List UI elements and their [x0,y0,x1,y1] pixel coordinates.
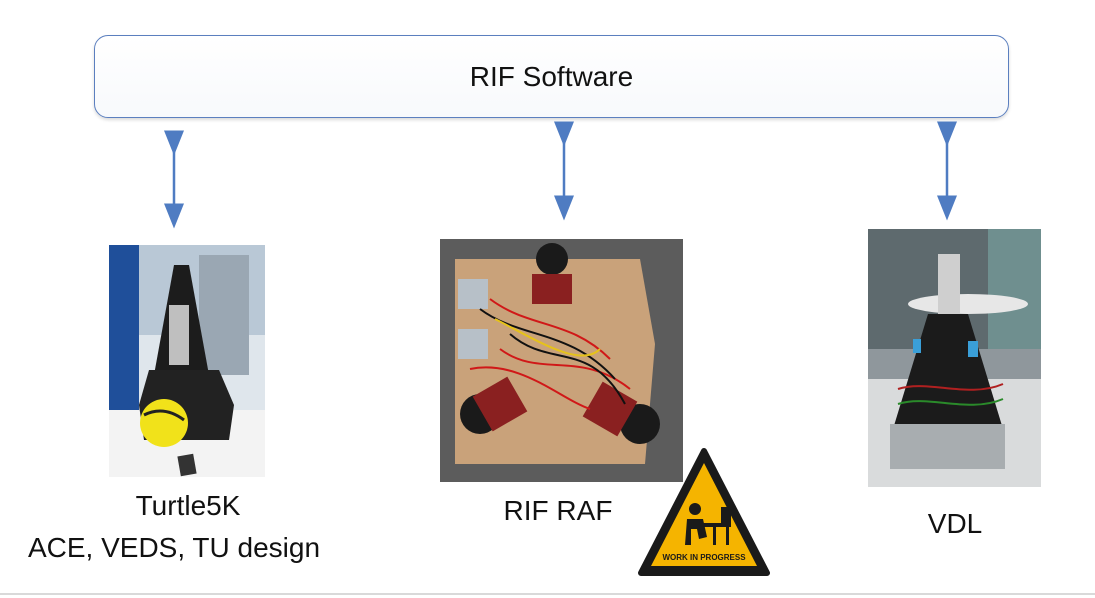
turtle5k-label: Turtle5K [135,490,241,521]
rif-software-box: RIF Software [94,35,1009,118]
rif-raf-label: RIF RAF [503,495,613,526]
rif-raf-photo [440,239,683,482]
work-in-progress-text: WORK IN PROGRESS [662,553,746,562]
work-in-progress-sign: WORK IN PROGRESS [637,447,771,579]
bottom-divider [0,593,1095,595]
vdl-label: VDL [927,508,983,539]
turtle5k-subtitle: ACE, VEDS, TU design [27,532,321,563]
vdl-photo [868,229,1041,487]
rif-software-label: RIF Software [469,60,634,92]
turtle5k-photo [109,245,265,477]
